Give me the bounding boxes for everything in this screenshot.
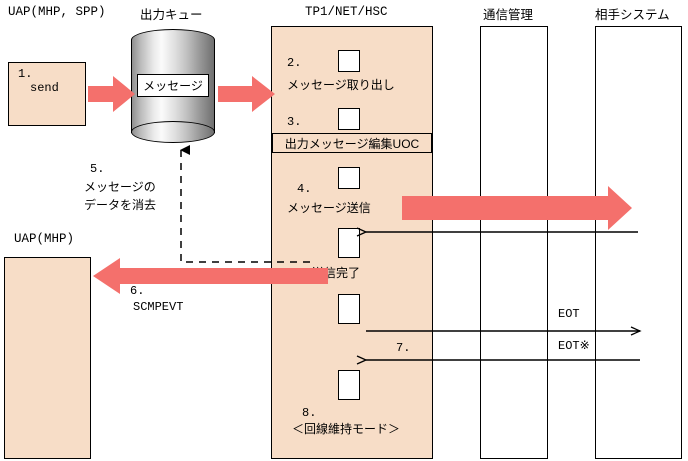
- process-square-2: [338, 108, 360, 130]
- process-square-3: [338, 167, 360, 189]
- uap-mhp-spp-box: [8, 62, 86, 126]
- thick-arrow-send: [88, 76, 135, 112]
- process-square-4: [338, 228, 360, 258]
- thick-arrow-fetch: [218, 76, 275, 112]
- uap-mhp-title: UAP(MHP): [14, 232, 75, 246]
- step-8-label: ＜回線維持モード＞: [292, 422, 401, 436]
- queue-cylinder-bottom: [131, 121, 215, 143]
- step-1-label: send: [30, 81, 59, 95]
- tsushin-kanri-column: [480, 26, 548, 459]
- uap-mhp-box: [4, 257, 91, 459]
- process-square-5: [338, 294, 360, 324]
- queue-message-label: メッセージ: [137, 74, 209, 97]
- step-2-number: 2.: [287, 56, 302, 70]
- column-title-uap-mhp-spp: UAP(MHP, SPP): [8, 5, 106, 19]
- step-7-number: 7.: [396, 341, 411, 355]
- step-2-label: メッセージ取り出し: [287, 78, 395, 92]
- process-square-1: [338, 50, 360, 72]
- step-4-label: メッセージ送信: [287, 201, 371, 215]
- step-3-number: 3.: [287, 115, 302, 129]
- step-8-number: 8.: [302, 406, 317, 420]
- step-6-number: 6.: [130, 284, 145, 298]
- step-1-number: 1.: [18, 67, 33, 81]
- aite-system-column: [595, 26, 682, 459]
- column-title-tp1-net-hsc: TP1/NET/HSC: [305, 5, 388, 19]
- step-6-label: SCMPEVT: [133, 300, 184, 314]
- send-complete-label: 送信完了: [312, 266, 361, 280]
- column-title-aite-system: 相手システム: [595, 8, 670, 22]
- eot-note-label: EOT※: [558, 339, 590, 353]
- eot-label: EOT: [558, 307, 580, 321]
- column-title-output-queue: 出力キュー: [140, 8, 203, 22]
- step-4-number: 4.: [297, 182, 312, 196]
- column-title-tsushin-kanri: 通信管理: [483, 8, 534, 22]
- process-square-6: [338, 370, 360, 400]
- step-5-number: 5.: [90, 162, 105, 176]
- step-5-label-line2: データを消去: [84, 198, 157, 212]
- step-3-uoc-box: 出力メッセージ編集UOC: [272, 133, 432, 153]
- step-5-label-line1: メッセージの: [84, 180, 156, 194]
